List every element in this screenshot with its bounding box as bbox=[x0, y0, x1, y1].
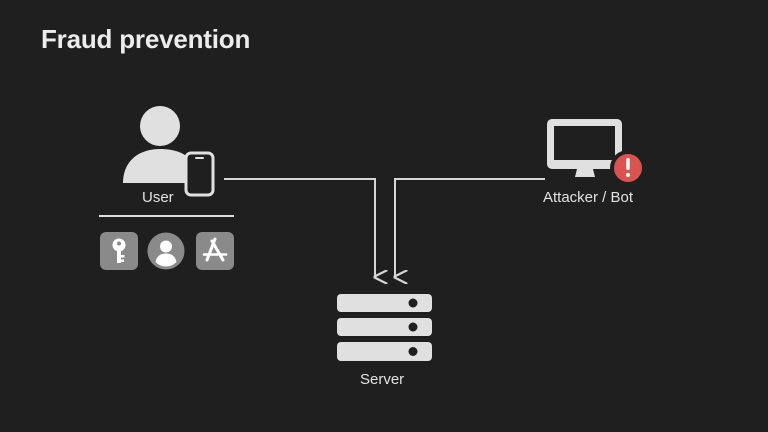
attacker-label: Attacker / Bot bbox=[543, 189, 634, 206]
server-rack-icon bbox=[337, 294, 432, 361]
monitor-icon bbox=[547, 119, 622, 177]
alert-badge-icon bbox=[610, 150, 646, 186]
attacker-to-server-connector bbox=[395, 178, 545, 277]
key-icon bbox=[112, 238, 126, 263]
app-store-icon bbox=[202, 237, 228, 262]
user-to-server-connector bbox=[224, 178, 375, 277]
account-tile bbox=[147, 232, 185, 270]
account-icon bbox=[147, 232, 185, 270]
phone-icon bbox=[184, 151, 215, 197]
user-label: User bbox=[142, 189, 174, 206]
user-person-icon bbox=[123, 106, 190, 183]
key-tile bbox=[100, 232, 138, 270]
slide-title: Fraud prevention bbox=[41, 24, 251, 54]
app-store-tile bbox=[196, 232, 234, 270]
server-label: Server bbox=[360, 371, 405, 388]
